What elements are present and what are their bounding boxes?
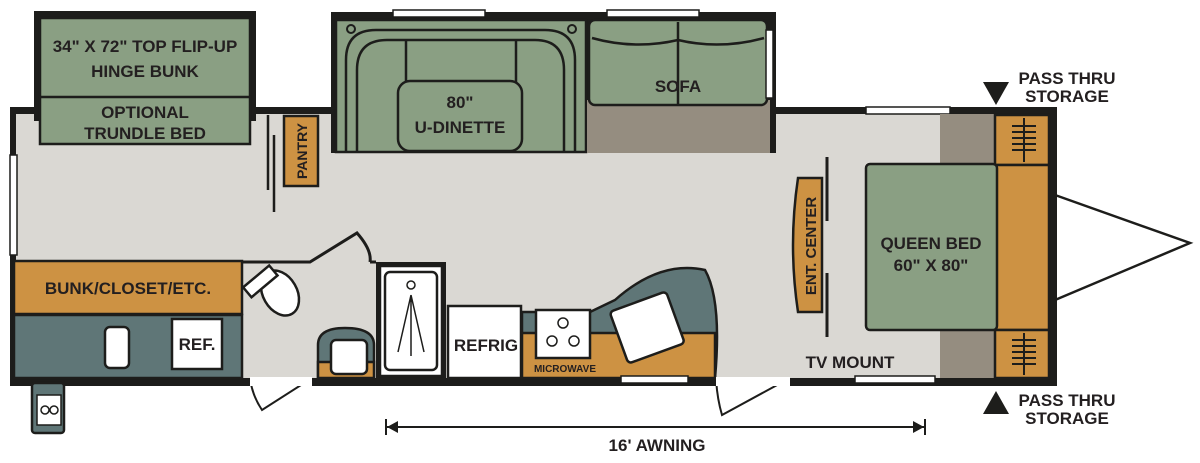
pantry — [282, 114, 320, 188]
pass-thru-storage-bottom — [993, 328, 1051, 380]
dinette-seat-inner — [355, 38, 566, 152]
flip-up-bunk — [38, 16, 252, 100]
bunk-closet-label: BUNK/CLOSET/ETC. — [45, 279, 211, 298]
dinette-label-2: U-DINETTE — [415, 118, 506, 137]
trundle-label-2: TRUNDLE BED — [84, 124, 206, 143]
hanger-icon — [1012, 118, 1036, 375]
arrow-down-icon — [983, 82, 1009, 105]
dinette-table — [396, 79, 524, 153]
carpet — [587, 100, 770, 153]
refrigerator — [446, 304, 523, 380]
microwave-cooktop — [534, 308, 592, 360]
ref-label: REF. — [179, 335, 216, 354]
bedroom-window-top — [865, 106, 951, 115]
refrig-label: REFRIG — [454, 336, 518, 355]
trundle-label-1: OPTIONAL — [101, 103, 189, 122]
bedroom-window-bottom — [854, 375, 936, 384]
pass-thru-bottom-1: PASS THRU — [1019, 391, 1116, 410]
microwave-label: MICROWAVE — [534, 364, 596, 375]
awning-label: 16' AWNING — [609, 436, 706, 455]
bunk-closet — [12, 259, 244, 316]
burner-icon — [546, 335, 558, 347]
bath-sink — [329, 338, 369, 376]
bunk-label-2: HINGE BUNK — [91, 62, 199, 81]
dinette-label-1: 80" — [447, 93, 474, 112]
rear-window — [9, 154, 18, 256]
slide-side-window — [765, 29, 774, 99]
pass-thru-top-1: PASS THRU — [1019, 69, 1116, 88]
arrow-up-icon — [983, 391, 1009, 414]
pass-thru-top-2: STORAGE — [1025, 87, 1109, 106]
ent-center-label: ENT. CENTER — [803, 197, 820, 296]
pass-thru-bottom-2: STORAGE — [1025, 409, 1109, 428]
tv-mount-label: TV MOUNT — [806, 353, 895, 372]
bunk-label-1: 34" X 72" TOP FLIP-UP — [53, 37, 238, 56]
queen-label-2: 60" X 80" — [894, 256, 969, 275]
kitchen-sink — [609, 291, 685, 364]
dinette-seat-outline — [344, 28, 577, 152]
entertainment-center — [791, 176, 824, 314]
hitch-tongue — [1054, 193, 1194, 302]
pass-thru-storage-top — [993, 113, 1051, 167]
pantry-label: PANTRY — [294, 122, 310, 179]
shower-head-icon — [406, 280, 416, 290]
kitchen-window — [620, 375, 689, 384]
queen-bed — [864, 162, 999, 332]
trundle-bed — [38, 95, 252, 146]
sofa-label: SOFA — [655, 77, 701, 96]
outdoor-ref — [170, 317, 224, 371]
sofa-window — [606, 9, 700, 18]
toilet-icon — [241, 263, 301, 317]
dinette-window — [392, 9, 486, 18]
front-wardrobe — [993, 163, 1051, 332]
outdoor-sink — [103, 325, 131, 370]
queen-label-1: QUEEN BED — [880, 234, 981, 253]
